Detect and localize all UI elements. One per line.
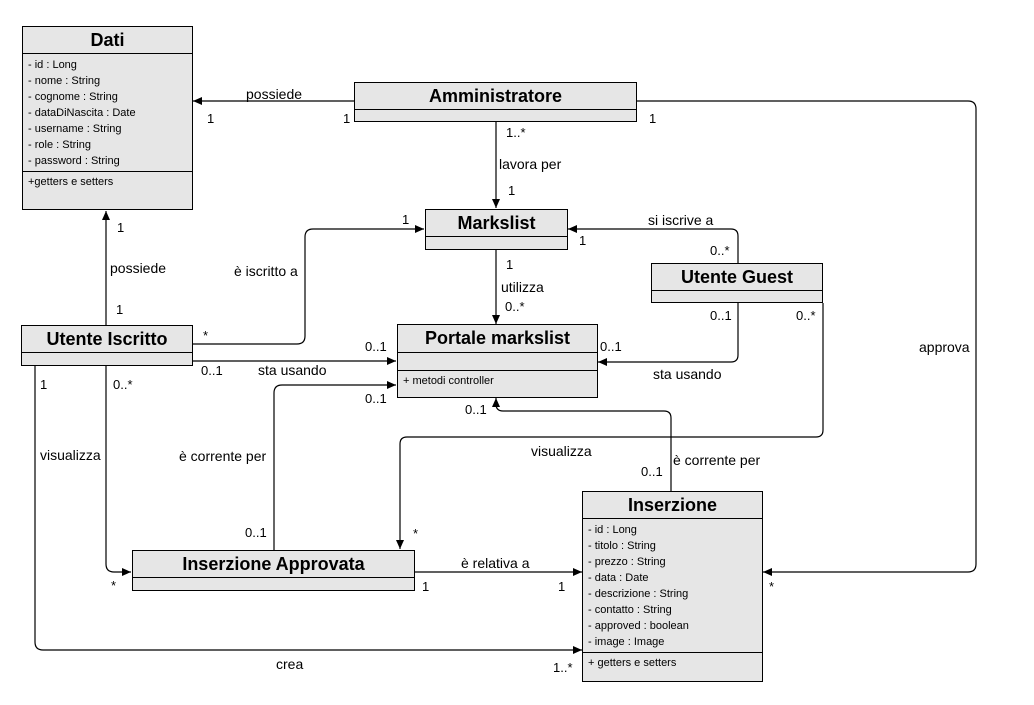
line-si-iscrive-a: [568, 225, 739, 263]
line-crea: [34, 366, 582, 654]
class-markslist-title: Markslist: [426, 210, 567, 237]
class-dati-title: Dati: [23, 27, 192, 54]
attribute: - data : Date: [588, 572, 649, 584]
mult-sta-usando-guest-src: 0..1: [710, 308, 732, 323]
class-dati-attributes: - id : Long - nome : String - cognome : …: [23, 54, 192, 172]
label-lavora-per: lavora per: [499, 156, 562, 172]
label-visualizza-guest: visualizza: [531, 443, 592, 459]
label-sta-usando-guest: sta usando: [653, 366, 722, 382]
line-sta-usando-guest: [598, 303, 739, 366]
attribute: - nome : String: [28, 75, 101, 87]
mult-iscritto-a-src: *: [203, 328, 209, 343]
mult-lavora-per-src: 1..*: [506, 125, 526, 140]
class-inserzione-approvata: Inserzione Approvata: [132, 550, 415, 591]
attribute: - id : Long: [28, 59, 77, 71]
mult-crea-dst: 1..*: [553, 660, 573, 675]
attribute: - titolo : String: [588, 540, 656, 552]
class-amministratore-title: Amministratore: [355, 83, 636, 110]
class-dati-operations: +getters e setters: [23, 172, 192, 190]
mult-visualizza-iscritto-dst: *: [111, 578, 117, 593]
class-portale-attributes: [398, 353, 597, 371]
attribute: - id : Long: [588, 524, 637, 536]
mult-visualizza-iscritto-src: 0..*: [113, 377, 133, 392]
mult-si-iscrive-a-src: 0..*: [710, 243, 730, 258]
class-portale-title: Portale markslist: [398, 325, 597, 353]
mult-corrente-approvata-src: 0..1: [245, 525, 267, 540]
label-corrente-approvata: è corrente per: [179, 448, 267, 464]
mult-relativa-a-src: 1: [422, 579, 430, 594]
attribute: - image : Image: [588, 636, 665, 648]
class-utente-guest: Utente Guest: [651, 263, 823, 303]
mult-utilizza-dst: 0..*: [505, 299, 525, 314]
class-utente-iscritto-title: Utente Iscritto: [22, 326, 192, 353]
label-utilizza: utilizza: [501, 279, 544, 295]
label-possiede-utente: possiede: [110, 260, 167, 276]
operation: + metodi controller: [403, 375, 494, 387]
mult-visualizza-guest-src: 0..*: [796, 308, 816, 323]
label-crea: crea: [276, 656, 304, 672]
label-visualizza-iscritto: visualizza: [40, 447, 101, 463]
attribute: - prezzo : String: [588, 556, 666, 568]
class-inserzione-title: Inserzione: [583, 492, 762, 519]
class-utente-iscritto: Utente Iscritto: [21, 325, 193, 366]
mult-sta-usando-iscritto-dst: 0..1: [365, 339, 387, 354]
mult-approva-src: 1: [649, 111, 657, 126]
label-si-iscrive-a: si iscrive a: [648, 212, 714, 228]
attribute: - role : String: [28, 139, 91, 151]
mult-possiede-admin-dst: 1: [207, 111, 215, 126]
label-sta-usando-iscritto: sta usando: [258, 362, 327, 378]
mult-corrente-inserzione-dst: 0..1: [465, 402, 487, 417]
mult-possiede-admin-src: 1: [343, 111, 351, 126]
attribute: - approved : boolean: [588, 620, 689, 632]
class-amministratore: Amministratore: [354, 82, 637, 122]
mult-approva-dst: *: [769, 579, 775, 594]
attribute: - username : String: [28, 123, 122, 135]
attribute: - password : String: [28, 155, 120, 167]
line-visualizza-guest: [396, 303, 824, 549]
mult-lavora-per-dst: 1: [508, 183, 516, 198]
class-inserzione-approvata-title: Inserzione Approvata: [133, 551, 414, 578]
label-possiede-admin: possiede: [246, 86, 303, 102]
attribute: - dataDiNascita : Date: [28, 107, 136, 119]
mult-utilizza-src: 1: [506, 257, 514, 272]
attribute: - contatto : String: [588, 604, 672, 616]
mult-crea-src: 1: [40, 377, 48, 392]
mult-relativa-a-dst: 1: [558, 579, 566, 594]
class-inserzione: Inserzione - id : Long - titolo : String…: [582, 491, 763, 682]
label-corrente-inserzione: è corrente per: [673, 452, 761, 468]
mult-iscritto-a-dst: 1: [402, 212, 410, 227]
class-utente-guest-title: Utente Guest: [652, 264, 822, 291]
class-markslist: Markslist: [425, 209, 568, 250]
class-inserzione-attributes: - id : Long - titolo : String - prezzo :…: [583, 519, 762, 653]
label-iscritto-a: è iscritto a: [234, 263, 298, 279]
line-visualizza-iscritto: [105, 366, 131, 576]
line-corrente-inserzione: [492, 398, 672, 491]
class-portale-operations: + metodi controller: [398, 371, 597, 389]
mult-sta-usando-iscritto-src: 0..1: [201, 363, 223, 378]
operation: + getters e setters: [588, 657, 677, 669]
class-dati: Dati - id : Long - nome : String - cogno…: [22, 26, 193, 210]
line-iscritto-a: [193, 225, 424, 345]
attribute: - cognome : String: [28, 91, 118, 103]
class-portale-markslist: Portale markslist + metodi controller: [397, 324, 598, 398]
mult-possiede-utente-src: 1: [116, 302, 124, 317]
mult-si-iscrive-a-dst: 1: [579, 233, 587, 248]
attribute: - descrizione : String: [588, 588, 689, 600]
mult-visualizza-guest-dst: *: [413, 526, 419, 541]
mult-corrente-approvata-dst: 0..1: [365, 391, 387, 406]
line-corrente-approvata: [273, 381, 396, 550]
label-relativa-a: è relativa a: [461, 555, 530, 571]
mult-sta-usando-guest-dst: 0..1: [600, 339, 622, 354]
line-approva: [637, 100, 977, 576]
class-inserzione-operations: + getters e setters: [583, 653, 762, 671]
mult-corrente-inserzione-src: 0..1: [641, 464, 663, 479]
label-approva: approva: [919, 339, 970, 355]
mult-possiede-utente-dst: 1: [117, 220, 125, 235]
operation: +getters e setters: [28, 176, 114, 188]
